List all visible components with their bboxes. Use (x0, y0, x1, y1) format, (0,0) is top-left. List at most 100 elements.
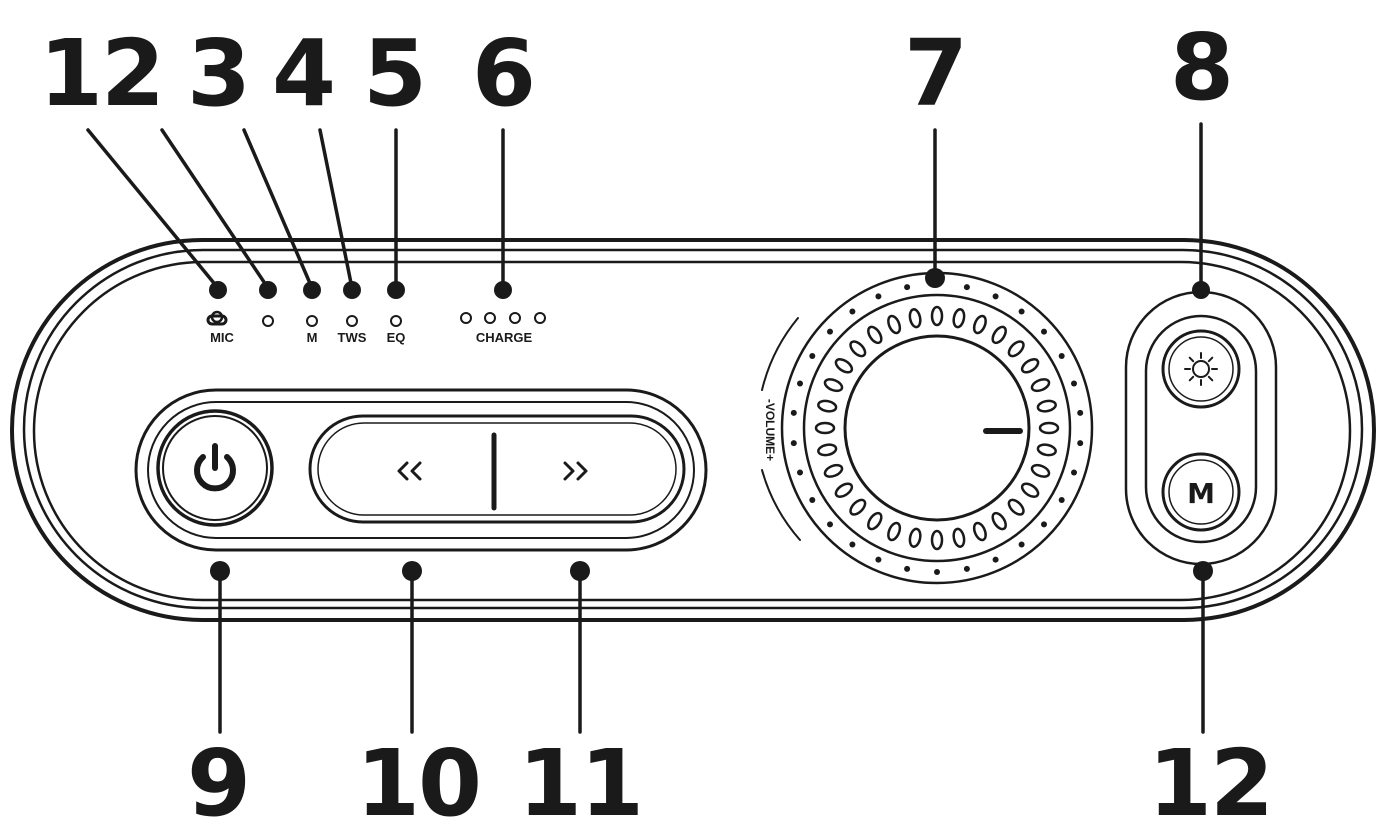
charge-led-4 (534, 312, 546, 324)
power-button[interactable] (156, 409, 274, 527)
previous-icon (397, 461, 422, 481)
knob-dot (1058, 497, 1065, 503)
leader-2 (160, 128, 270, 290)
volume-knob-dots (790, 284, 1084, 575)
callout-number-11: 11 (517, 730, 644, 837)
callout-dot-10 (402, 561, 422, 581)
mode-capsule-inner (1144, 314, 1258, 544)
callout-number-10: 10 (355, 730, 482, 837)
knob-dot (1018, 308, 1025, 315)
knob-grip-oval (1038, 421, 1060, 435)
knob-grip-oval (972, 314, 987, 335)
callout-number-5: 5 (362, 20, 427, 127)
knob-dot (849, 541, 856, 548)
m-led (306, 315, 318, 327)
knob-dot (1058, 353, 1065, 359)
knob-dot (797, 469, 803, 476)
knob-dot (875, 556, 882, 563)
knob-grip-oval (908, 527, 922, 548)
knob-grip-oval (952, 527, 966, 548)
callout-dot-3 (303, 281, 321, 299)
leader-4 (318, 128, 354, 290)
knob-dot (1071, 469, 1077, 476)
knob-grip-oval (817, 443, 838, 457)
charge-led-1 (460, 312, 472, 324)
light-button-ring (1168, 336, 1234, 402)
volume-arc-lower (761, 469, 801, 541)
callout-number-4: 4 (271, 20, 336, 127)
tws-label: TWS (337, 330, 367, 345)
knob-grip-oval (991, 511, 1007, 531)
callout-dot-9 (210, 561, 230, 581)
knob-dot (992, 293, 999, 300)
callout-number-9: 9 (186, 730, 251, 837)
knob-dot (797, 380, 803, 387)
mic-label: MIC (210, 330, 234, 345)
mic-label-pill (206, 314, 228, 326)
callout-dot-1 (209, 281, 227, 299)
next-icon (563, 461, 588, 481)
knob-dot (790, 440, 797, 447)
knob-dot (934, 569, 940, 575)
knob-dot (904, 284, 911, 291)
knob-grip-oval (867, 325, 883, 345)
charge-label: CHARGE (475, 330, 533, 345)
knob-dot (809, 497, 816, 503)
volume-knob[interactable] (843, 334, 1031, 522)
charge-led-3 (509, 312, 521, 324)
callout-number-8: 8 (1169, 14, 1234, 121)
callout-number-12: 12 (1147, 730, 1274, 837)
callout-number-7: 7 (903, 20, 968, 127)
knob-grip-oval (1020, 358, 1040, 374)
knob-dot (849, 308, 856, 315)
mode-button[interactable] (1161, 452, 1241, 532)
led-2 (262, 315, 274, 327)
knob-grip-oval (1036, 399, 1057, 413)
knob-grip-oval (834, 358, 854, 374)
power-icon (194, 443, 236, 492)
knob-dot (1077, 440, 1084, 447)
knob-grip-oval (849, 498, 867, 516)
knob-dot (827, 521, 833, 528)
knob-grip-oval (1036, 443, 1057, 457)
control-bar-outer (134, 388, 708, 552)
panel-outline-outer (10, 238, 1376, 622)
tws-led (346, 315, 358, 327)
knob-dot (904, 565, 911, 572)
track-rocker-button[interactable] (308, 414, 686, 524)
knob-dot (992, 556, 999, 563)
callout-number-3: 3 (186, 20, 251, 127)
knob-dot (1071, 380, 1077, 387)
knob-grip-oval (1020, 482, 1040, 498)
knob-grip-oval (1030, 378, 1051, 393)
knob-dot (1041, 521, 1047, 528)
callout-dot-7 (925, 268, 945, 288)
knob-grip-oval (887, 314, 902, 335)
knob-grip-oval (1030, 463, 1051, 478)
callout-dot-2 (259, 281, 277, 299)
knob-grip-oval (823, 378, 844, 393)
knob-dot (1041, 328, 1047, 335)
volume-knob-ring (802, 293, 1072, 563)
knob-grip-oval (849, 340, 867, 358)
eq-label: EQ (386, 330, 406, 345)
knob-grip-oval (952, 308, 966, 329)
knob-grip-oval (887, 521, 902, 542)
knob-grip-oval (814, 421, 836, 435)
mode-capsule-outer (1124, 290, 1278, 566)
callout-dot-5 (387, 281, 405, 299)
eq-led (390, 315, 402, 327)
panel-outline-middle (22, 248, 1364, 610)
knob-grip-oval (991, 325, 1007, 345)
power-button-ring (162, 415, 268, 521)
volume-arc-upper (761, 317, 799, 391)
knob-grip-oval (823, 463, 844, 478)
light-button[interactable] (1161, 329, 1241, 409)
volume-knob-grip-ovals (814, 305, 1060, 551)
knob-grip-oval (972, 521, 987, 542)
callout-dot-4 (343, 281, 361, 299)
knob-dot (963, 565, 970, 572)
knob-grip-oval (1007, 498, 1025, 516)
m-label: M (306, 330, 318, 345)
knob-dot (963, 284, 970, 291)
